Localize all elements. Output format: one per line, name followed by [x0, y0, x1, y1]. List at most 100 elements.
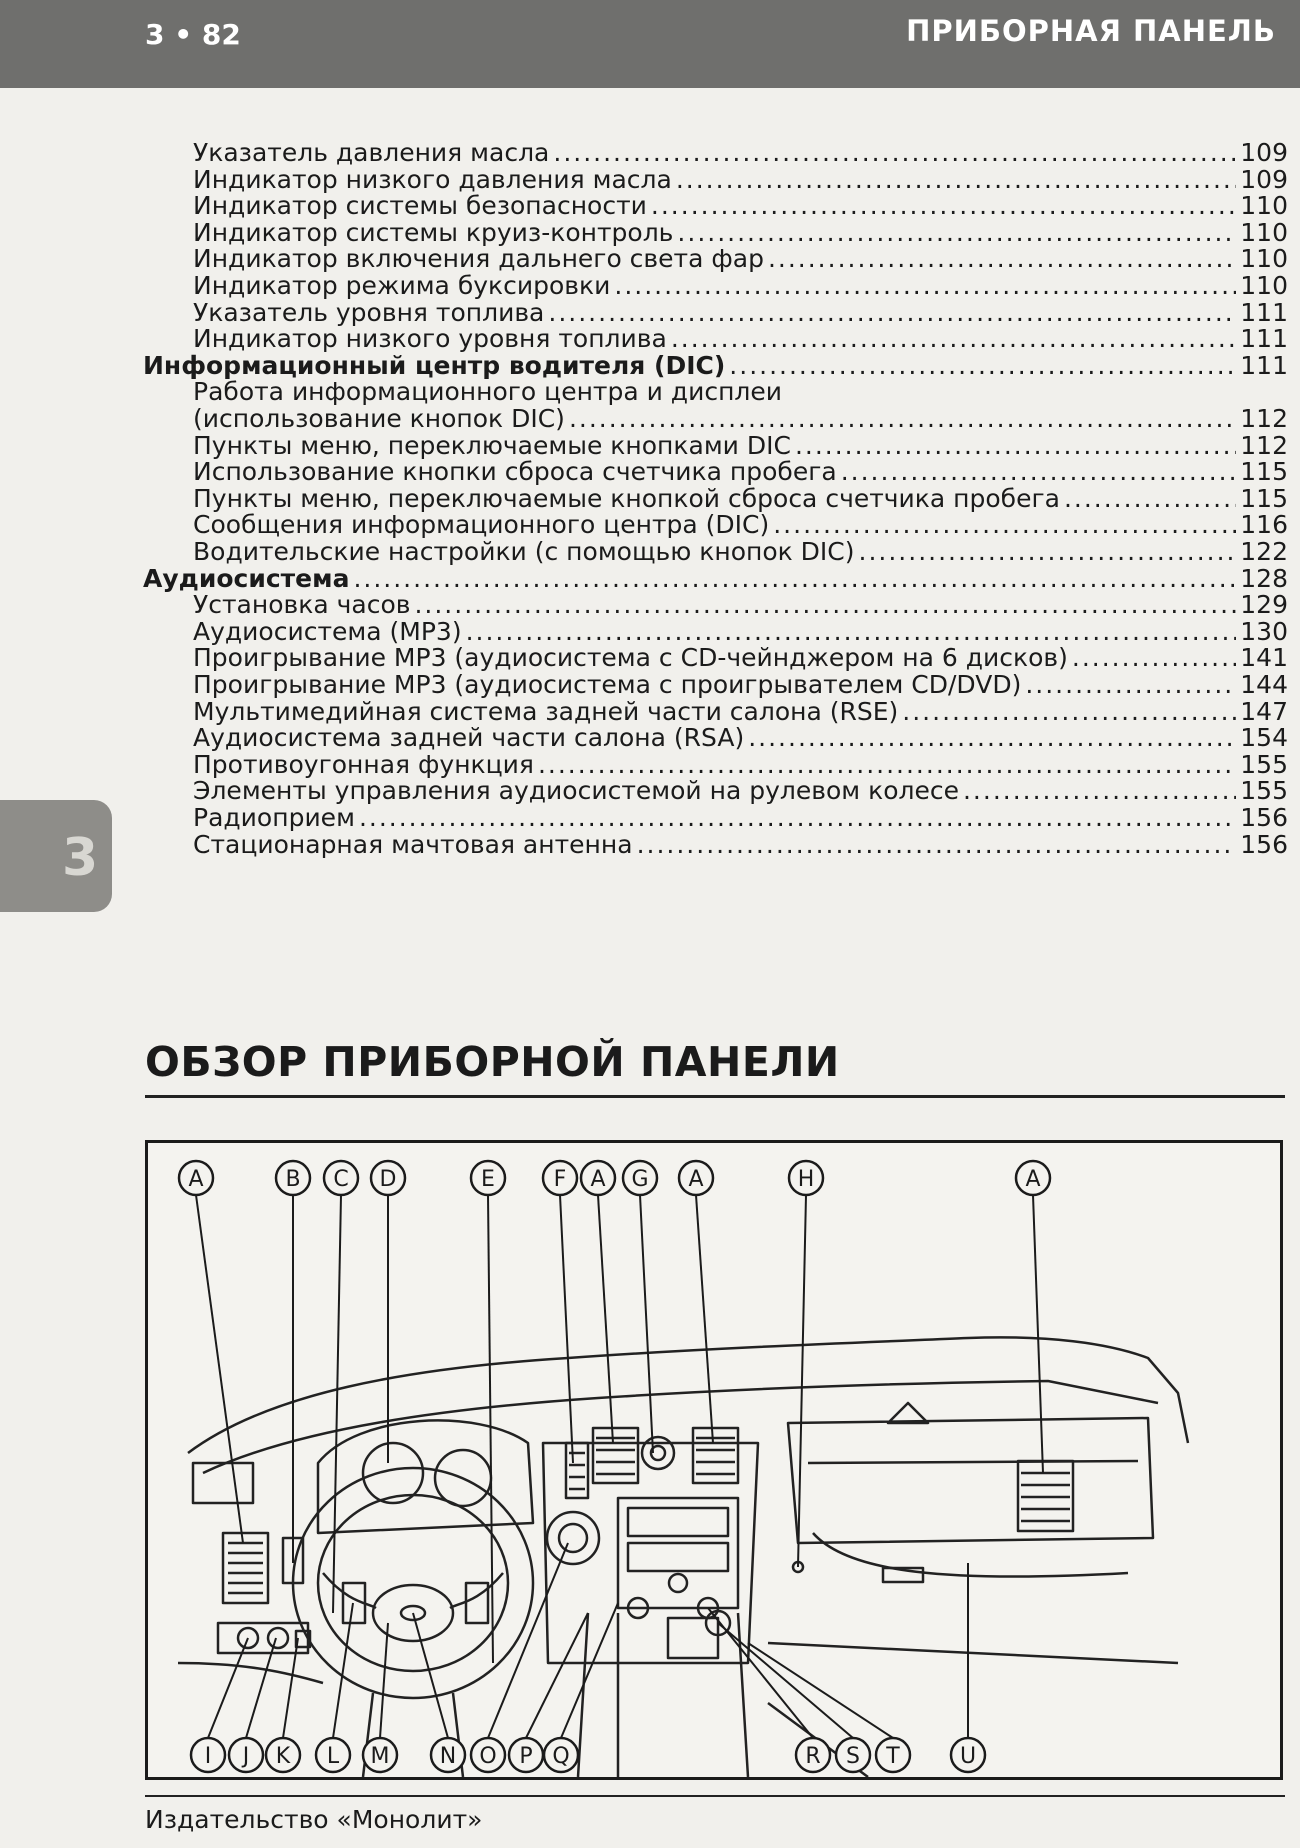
toc-entry-title: Аудиосистема [143, 563, 350, 593]
publisher: Издательство «Монолит» [145, 1805, 483, 1834]
toc-leader-dots [548, 298, 1236, 328]
toc-leader-dots [841, 457, 1237, 487]
svg-text:A: A [1025, 1167, 1040, 1192]
toc-entry: Сообщения информационного центра (DIC)11… [193, 510, 1288, 540]
toc-entry: Аудиосистема128 [143, 564, 1288, 594]
footer-rule [145, 1795, 1285, 1797]
svg-text:R: R [805, 1744, 820, 1769]
toc-leader-dots [1064, 484, 1236, 514]
toc-entry-title: Проигрывание MP3 (аудиосистема с проигры… [193, 670, 1022, 699]
svg-text:L: L [327, 1744, 340, 1769]
toc-leader-dots [614, 271, 1236, 301]
chapter-tab-label: 3 [62, 828, 99, 888]
toc-leader-dots [773, 510, 1236, 540]
callout-m: M [361, 1736, 399, 1774]
toc-entry: Противоугонная функция155 [193, 750, 1288, 780]
toc-leader-dots [637, 830, 1237, 860]
toc-entry-title: Информационный центр водителя (DIC) [143, 350, 726, 380]
toc-entry: Индикатор системы безопасности110 [193, 191, 1288, 221]
callout-s: S [834, 1736, 872, 1774]
toc-entry-title: Пункты меню, переключаемые кнопками DIC [193, 430, 791, 460]
callout-leader [639, 1194, 654, 1454]
toc-entry-page: 111 [1240, 324, 1288, 354]
svg-text:N: N [440, 1744, 456, 1769]
svg-text:A: A [688, 1167, 703, 1192]
callout-b: B [274, 1159, 312, 1197]
callout-leader [412, 1612, 449, 1739]
svg-text:K: K [276, 1744, 291, 1769]
svg-text:Q: Q [552, 1744, 569, 1769]
toc-entry: Установка часов 129 [193, 590, 1288, 620]
chapter-tab: 3 [0, 800, 112, 912]
callout-leader [797, 1194, 807, 1568]
toc-leader-dots [963, 776, 1236, 806]
callout-i: I [189, 1736, 227, 1774]
toc-entry-page: 155 [1240, 776, 1288, 806]
svg-text:D: D [380, 1167, 397, 1192]
toc-leader-dots [538, 750, 1236, 780]
toc-entry-page: 112 [1240, 430, 1288, 460]
toc-entry: Индикатор низкого давления масла109 [193, 165, 1288, 195]
toc-entry-page: 129 [1240, 590, 1288, 620]
svg-text:T: T [885, 1744, 900, 1769]
toc-entry-title: Установка часов [193, 590, 411, 620]
svg-text:C: C [333, 1167, 348, 1192]
page-number: 3 • 82 [145, 18, 241, 51]
callout-e: E [469, 1159, 507, 1197]
toc-entry-page: 156 [1240, 829, 1288, 859]
toc-entry-title: (использование кнопок DIC) [193, 404, 565, 433]
toc-entry-page: 109 [1240, 138, 1288, 167]
svg-text:G: G [631, 1167, 648, 1192]
svg-text:M: M [371, 1744, 390, 1769]
toc-entry-title: Радиоприем [193, 803, 355, 832]
toc-entry-page: 110 [1240, 271, 1288, 300]
svg-text:A: A [590, 1167, 605, 1192]
toc-leader-dots [359, 803, 1236, 833]
toc-entry-page: 122 [1240, 537, 1288, 566]
callout-c: C [322, 1159, 360, 1197]
toc-entry: Стационарная мачтовая антенна156 [193, 830, 1288, 860]
callout-leader-lines [195, 1194, 1044, 1739]
callout-leader [207, 1637, 249, 1739]
toc-entry-page: 116 [1240, 510, 1288, 540]
toc-entry-title: Водительские настройки (с помощью кнопок… [193, 537, 855, 566]
svg-text:E: E [481, 1167, 495, 1192]
toc-leader-dots [1072, 643, 1236, 673]
toc-entry: Пункты меню, переключаемые кнопкой сброс… [193, 484, 1288, 514]
section-title: ПРИБОРНАЯ ПАНЕЛЬ [906, 14, 1276, 48]
toc-leader-dots [729, 351, 1236, 381]
toc-entry-title: Мультимедийная система задней части сало… [193, 696, 899, 726]
callout-t: T [874, 1736, 912, 1774]
toc-entry-page: 110 [1240, 191, 1288, 221]
toc-leader-dots [651, 191, 1236, 221]
callout-leader [717, 1622, 854, 1739]
callout-g: G [621, 1159, 659, 1197]
toc-entry: (использование кнопок DIC)112 [193, 404, 1288, 434]
toc-leader-dots [671, 324, 1236, 354]
toc-entry: Радиоприем156 [193, 803, 1288, 833]
toc-entry: Индикатор режима буксировки110 [193, 271, 1288, 301]
toc-entry: Указатель давления масла109 [193, 138, 1288, 168]
toc-entry: Указатель уровня топлива111 [193, 298, 1288, 328]
toc-entry: Водительские настройки (с помощью кнопок… [193, 537, 1288, 567]
callout-leader [487, 1542, 569, 1739]
toc-leader-dots [569, 404, 1236, 434]
toc-entry-page: 147 [1240, 696, 1288, 726]
svg-text:A: A [188, 1167, 203, 1192]
callout-h: H [787, 1159, 825, 1197]
toc-entry: Аудиосистема задней части салона (RSA)15… [193, 723, 1288, 753]
page-heading: ОБЗОР ПРИБОРНОЙ ПАНЕЛИ [145, 1038, 840, 1086]
toc-entry-title: Указатель уровня топлива [193, 297, 545, 327]
toc-entry: Индикатор системы круиз-контроль110 [193, 218, 1288, 248]
svg-text:I: I [205, 1744, 212, 1769]
toc-entry-title: Противоугонная функция [193, 749, 534, 779]
callout-leader [195, 1194, 244, 1544]
svg-text:H: H [798, 1167, 815, 1192]
callout-leader [597, 1194, 614, 1444]
toc-entry-title: Проигрывание MP3 (аудиосистема с CD-чейн… [193, 643, 1068, 673]
toc-leader-dots [466, 617, 1237, 647]
toc-entry: Использование кнопки сброса счетчика про… [193, 457, 1288, 487]
dashboard-outline [177, 1336, 1190, 1777]
